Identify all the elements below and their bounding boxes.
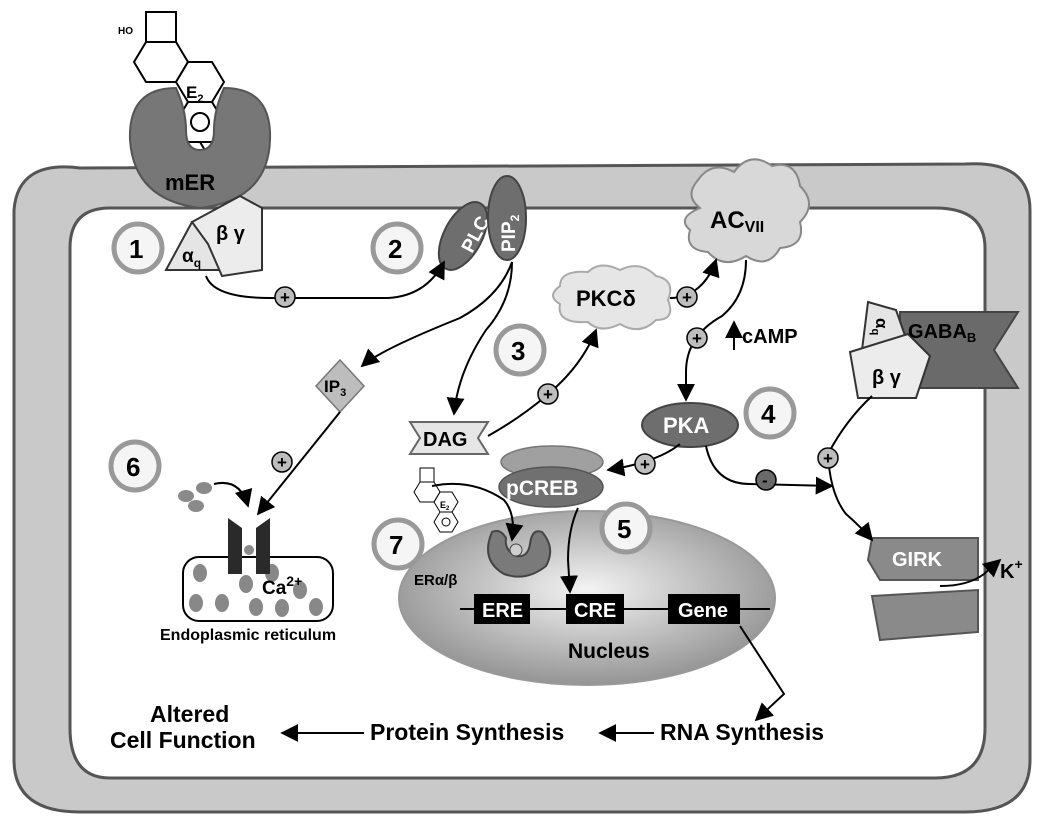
plus-sign-ip3-channel: + [271, 451, 293, 473]
step-badge-1: 1 [111, 221, 165, 275]
plus-sign-pka-pcreb: + [634, 453, 656, 475]
step-badge-3: 3 [493, 323, 547, 377]
beta-gamma-label: β γ [216, 223, 246, 245]
rna-synthesis-label: RNA Synthesis [660, 719, 824, 745]
svg-text:+: + [640, 455, 650, 474]
ere-label: ERE [482, 600, 523, 622]
svg-text:2: 2 [388, 234, 402, 264]
gabab-receptor [848, 300, 1020, 399]
svg-text:6: 6 [126, 452, 140, 482]
svg-text:5: 5 [617, 514, 631, 544]
er-estradiol-small [413, 467, 459, 533]
protein-synthesis-label: Protein Synthesis [370, 719, 564, 745]
svg-text:+: + [277, 453, 287, 472]
svg-text:4: 4 [761, 399, 776, 429]
svg-text:+: + [692, 329, 702, 348]
ho-label: HO [118, 26, 133, 37]
er-ab-label: ERα/β [414, 572, 457, 589]
step-badge-6: 6 [108, 439, 162, 493]
k-label: K+ [1000, 556, 1023, 583]
dag-label: DAG [423, 429, 467, 451]
pcreb [498, 445, 604, 508]
plus-sign-dag-pkcd: + [537, 383, 559, 405]
small-e2-label: E2 [440, 500, 450, 512]
pkcd-label: PKCδ [576, 286, 636, 311]
acvii-enzyme [683, 158, 810, 263]
plc [437, 201, 489, 271]
ip3-label: IP3 [324, 377, 346, 399]
plus-sign-gabab-girk: + [817, 447, 839, 469]
dag [408, 421, 490, 455]
gabab-label: GABAB [908, 321, 976, 345]
nucleus-label: Nucleus [568, 640, 650, 663]
pathway-arrows [205, 258, 1002, 742]
gaba-alpha-label: αq [869, 318, 891, 335]
camp-label: cAMP [742, 326, 798, 348]
minus-sign-pka-girk: - [755, 469, 777, 491]
svg-text:7: 7 [389, 530, 403, 560]
plus-sign-ac-pka: + [686, 327, 708, 349]
endoplasmic-reticulum [182, 556, 334, 622]
altered-label: Altered [150, 701, 229, 727]
e2-label: E2 [186, 83, 203, 105]
alpha-q-label: αq [182, 246, 201, 270]
step-badge-4: 4 [743, 386, 797, 440]
svg-text:1: 1 [129, 234, 143, 264]
step-badge-7: 7 [371, 517, 425, 571]
g-protein-mer [164, 194, 263, 278]
svg-text:+: + [823, 449, 833, 468]
pka-label: PKA [663, 413, 710, 438]
mer-label: mER [165, 170, 215, 195]
mer-receptor [128, 86, 272, 210]
svg-text:-: - [762, 471, 768, 490]
pka [641, 402, 739, 448]
plus-sign-pkcd-ac: + [676, 286, 698, 308]
pkcd-enzyme [552, 264, 672, 331]
svg-text:+: + [280, 288, 290, 307]
cre-label: CRE [574, 600, 616, 622]
plus-sign-mer-plc: + [274, 286, 296, 308]
pip2 [487, 175, 527, 261]
er-label: Endoplasmic reticulum [160, 627, 336, 644]
gaba-bg-label: β γ [872, 367, 902, 389]
acvii-label: ACVII [710, 207, 764, 236]
svg-text:3: 3 [511, 336, 525, 366]
cell-function-label: Cell Function [110, 727, 256, 753]
girk-label: GIRK [892, 549, 943, 571]
girk-channel [866, 537, 979, 642]
step-badge-2: 2 [370, 221, 424, 275]
pip2-label: PIP2 [499, 214, 522, 252]
gene-label: Gene [678, 600, 728, 622]
step-badge-5: 5 [599, 501, 653, 555]
ip3-receptor-channel [228, 518, 270, 574]
pcreb-label: pCREB [506, 477, 578, 500]
svg-text:+: + [682, 288, 692, 307]
ca-label: Ca2+ [262, 573, 302, 599]
svg-text:+: + [543, 385, 553, 404]
released-calcium [178, 482, 212, 512]
